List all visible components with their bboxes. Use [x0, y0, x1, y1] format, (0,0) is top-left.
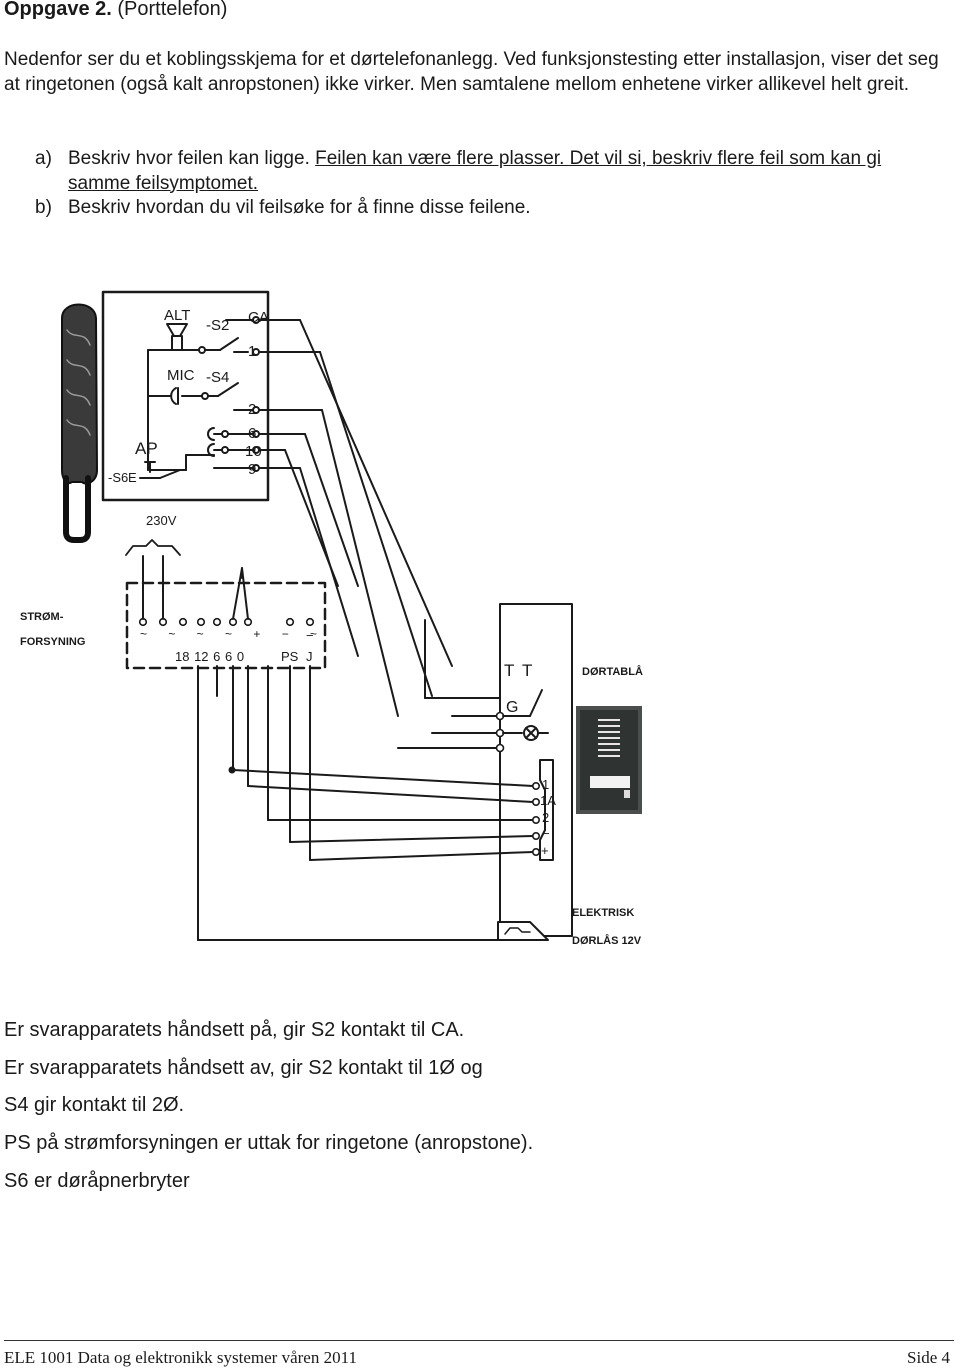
footer-course: ELE 1001 Data og elektronikk systemer vå…	[4, 1348, 357, 1367]
label-s6: -S6	[108, 470, 128, 485]
title-subject: (Porttelefon)	[117, 0, 228, 20]
label-j: J	[306, 649, 313, 664]
explanation-line: PS på strømforsyningen er uttak for ring…	[4, 1132, 534, 1155]
label-ap: AP	[135, 439, 158, 458]
label-door-panel: DØRTABLÅ	[582, 665, 643, 678]
title-number: Oppgave 2.	[4, 0, 112, 20]
label-power-supply-1: STRØM-	[20, 611, 64, 623]
label-ca: CA	[248, 309, 269, 326]
label-door-plus: +	[541, 843, 549, 858]
label-s4: -S4	[206, 369, 229, 386]
label-terminal-9: 9	[248, 461, 256, 478]
task-label: a)	[35, 148, 52, 169]
task-list: a) Beskriv hvor feilen kan ligge. Feilen…	[35, 147, 945, 221]
label-door-minus: −	[542, 826, 550, 841]
label-door-2: 2	[542, 810, 549, 825]
label-supply-numbers: 18 12 6 6 0	[175, 649, 244, 664]
page-title: Oppgave 2. (Porttelefon)	[4, 0, 227, 21]
label-g: G	[506, 699, 518, 716]
task-text: Beskriv hvordan du vil feilsøke for å fi…	[68, 196, 945, 221]
task-b: b) Beskriv hvordan du vil feilsøke for å…	[35, 196, 945, 221]
label-ps: PS	[281, 649, 299, 664]
door-unit-box	[499, 603, 573, 937]
task-underlined-text: Feilen kan være flere plasser. Det vil s…	[68, 148, 882, 194]
footer-divider	[4, 1340, 954, 1341]
label-t: T	[504, 661, 514, 680]
footer-page-number: Side 4	[907, 1348, 950, 1367]
answering-unit-box	[101, 290, 270, 502]
label-terminal-2: 2	[248, 401, 256, 418]
task-label: b)	[35, 197, 52, 218]
label-s2: -S2	[206, 317, 229, 334]
explanation-line: Er svarapparatets håndsett av, gir S2 ko…	[4, 1056, 483, 1079]
label-terminal-10: 10	[245, 443, 262, 460]
label-alt: ALT	[164, 307, 190, 324]
label-terminal-6: 6	[248, 425, 256, 442]
label-lock-1: ELEKTRISK	[572, 907, 634, 919]
task-a: a) Beskriv hvor feilen kan ligge. Feilen…	[35, 147, 945, 196]
label-door-1a: 1A	[540, 793, 556, 808]
label-lock-2: DØRLÅS 12V	[572, 934, 642, 947]
explanation-text: Er svarapparatets håndsett på, gir S2 ko…	[4, 1012, 904, 1201]
label-mic: MIC	[167, 367, 195, 384]
label-supply-minus: −	[306, 628, 314, 643]
label-supply-tildes: ~ ~ ~ ~ + − ~	[140, 627, 326, 641]
explanation-line: S6 er døråpnerbryter	[4, 1169, 190, 1192]
task-plain-text: Beskriv hvordan du vil feilsøke for å fi…	[68, 197, 531, 218]
task-plain-text: Beskriv hvor feilen kan ligge.	[68, 148, 316, 169]
label-e: E	[128, 470, 137, 485]
label-power-supply-2: FORSYNING	[20, 636, 85, 648]
power-supply-box	[125, 581, 327, 670]
explanation-line: Er svarapparatets håndsett på, gir S2 ko…	[4, 1019, 465, 1041]
label-230v: 230V	[146, 513, 177, 528]
label-door-1: 1	[542, 777, 549, 792]
page-footer: ELE 1001 Data og elektronikk systemer vå…	[4, 1348, 950, 1368]
explanation-line: S4 gir kontakt til 2Ø.	[4, 1094, 185, 1117]
task-text: Beskriv hvor feilen kan ligge. Feilen ka…	[68, 147, 945, 196]
label-terminal-1: 1	[248, 343, 256, 360]
handset-image	[61, 303, 98, 543]
wiring-diagram: ALT -S2 CA 1 MIC -S4 2 6 10 9 AP -S6 E 2…	[20, 290, 643, 947]
label-t2: T	[522, 661, 532, 680]
intro-paragraph: Nedenfor ser du et koblingsskjema for et…	[4, 49, 939, 95]
door-panel-image	[576, 706, 642, 814]
